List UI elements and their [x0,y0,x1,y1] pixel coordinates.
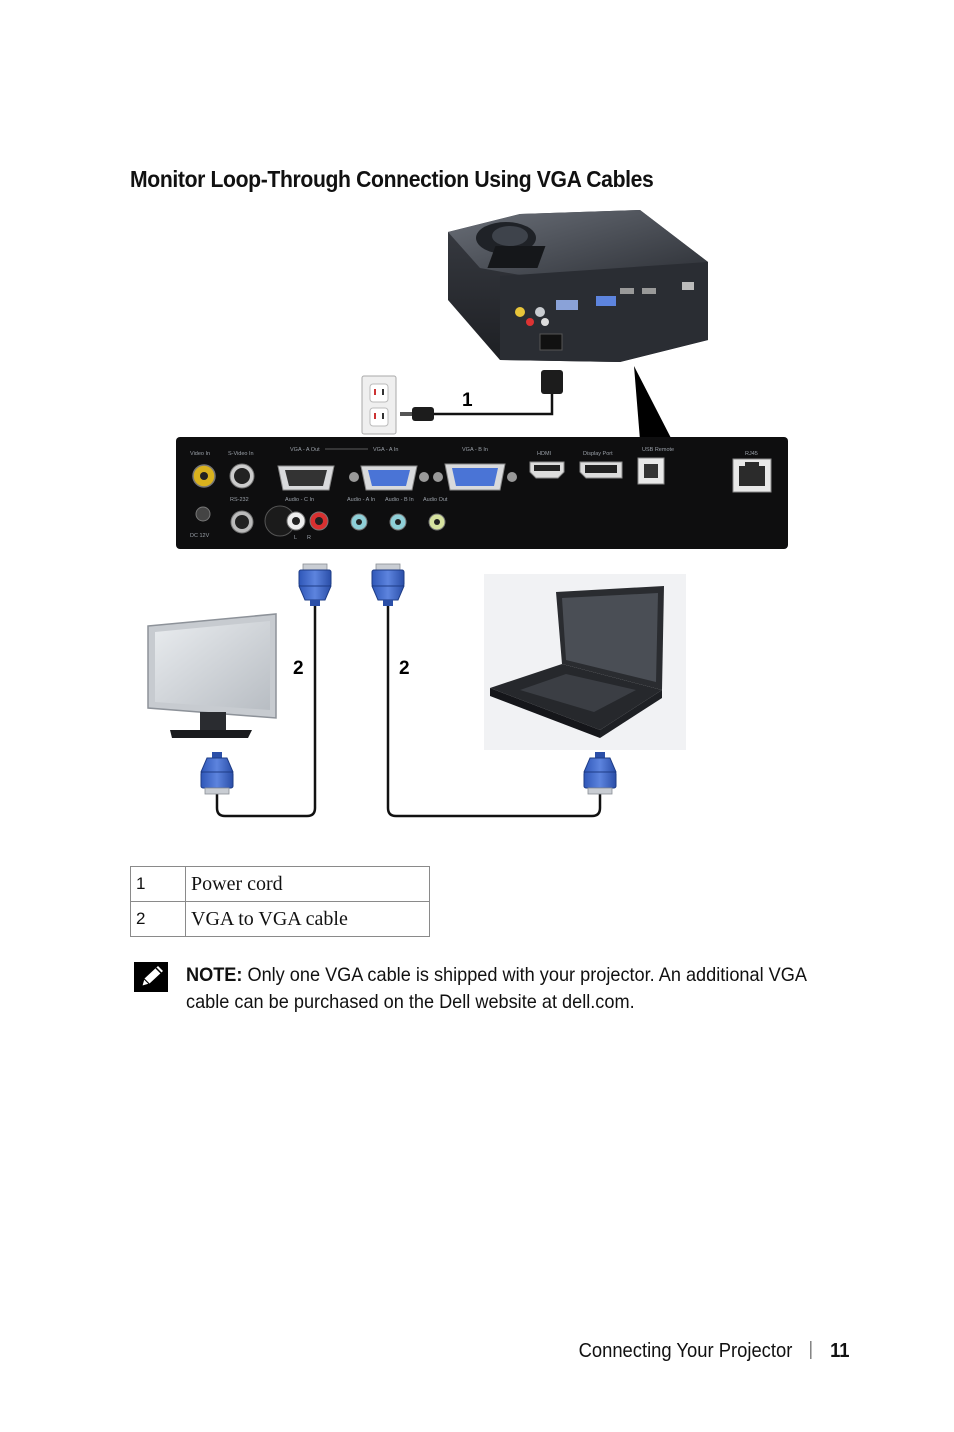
laptop-illustration [484,574,686,750]
label-video-in: Video In [190,451,210,457]
zoom-callout [634,366,672,440]
label-svideo-in: S-Video In [228,451,254,457]
label-dc12v: DC 12V [190,533,210,539]
label-audio-b-in: Audio - B In [385,497,414,503]
label-vga-a-out: VGA - A Out [290,447,320,453]
label-audio-c-in: Audio - C In [285,497,314,503]
label-display-port: Display Port [583,451,613,457]
legend-number: 2 [130,901,186,937]
label-l: L [294,535,297,541]
note-body: Only one VGA cable is shipped with your … [186,964,806,1013]
callout-1: 1 [462,390,473,411]
label-r: R [307,535,311,541]
note-text: NOTE: Only one VGA cable is shipped with… [186,962,818,1016]
callout-2-left: 2 [293,658,304,679]
label-hdmi: HDMI [537,451,552,457]
legend-description: VGA to VGA cable [185,901,430,937]
vga-cable-monitor [200,563,332,818]
callout-2-right: 2 [399,658,410,679]
projector-illustration [448,210,708,362]
label-audio-a-in: Audio - A In [347,497,375,503]
note-end: . [629,991,635,1013]
table-row: 1 Power cord [130,866,430,902]
label-vga-a-in: VGA - A In [373,447,398,453]
monitor-illustration [147,613,277,738]
legend-description: Power cord [185,866,430,902]
label-vga-b-in: VGA - B In [462,447,488,453]
footer-separator [811,1341,813,1359]
legend-number: 1 [130,866,186,902]
footer-section-title: Connecting Your Projector [579,1340,793,1362]
label-audio-out: Audio Out [423,497,448,503]
label-usb-remote: USB Remote [642,447,674,453]
connection-diagram: 1 Video In S-Video In RS-232 DC 12V VGA … [147,210,788,818]
dell-website-link[interactable]: dell.com [562,991,630,1013]
section-heading: Monitor Loop-Through Connection Using VG… [130,166,654,192]
label-rj45: RJ45 [745,451,758,457]
note-label: NOTE: [186,964,243,986]
page-number: 11 [830,1340,850,1362]
label-rs232: RS-232 [230,497,249,503]
table-row: 2 VGA to VGA cable [130,901,430,937]
page-footer: Connecting Your Projector 11 [579,1340,850,1363]
pencil-note-icon [134,962,168,992]
vga-cable-laptop [371,563,617,818]
power-outlet-icon [361,375,397,435]
legend-table: 1 Power cord 2 VGA to VGA cable [130,866,430,937]
projector-rear-panel: Video In S-Video In RS-232 DC 12V VGA - … [176,437,788,549]
power-cord [400,370,563,421]
